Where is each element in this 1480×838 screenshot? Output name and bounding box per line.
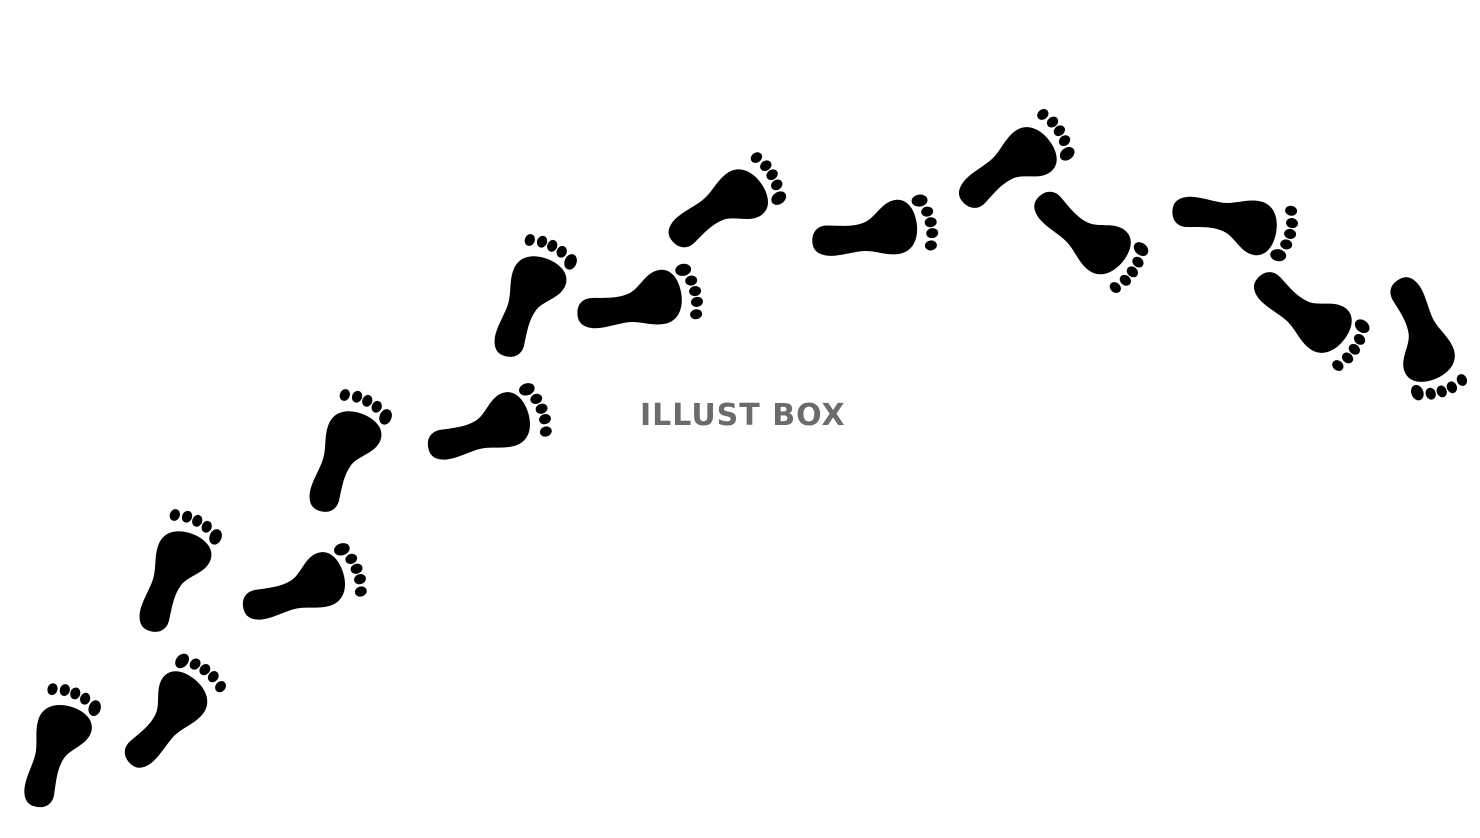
footprint-5: [296, 384, 397, 523]
footprint-9: [657, 148, 794, 268]
footprint-10: [807, 192, 941, 267]
footprint-15: [1369, 269, 1470, 408]
footprint-6: [418, 379, 556, 473]
footprint-14: [1242, 252, 1377, 376]
footprint-12: [1022, 172, 1156, 298]
footprint-1: [11, 679, 105, 817]
footprint-4: [233, 539, 371, 633]
watermark-text: ILLUST BOX: [640, 398, 846, 433]
footprint-2: [105, 646, 231, 780]
footprint-8: [571, 261, 706, 340]
footprint-7: [481, 229, 582, 368]
footprint-13: [1166, 185, 1301, 264]
footprint-3: [126, 504, 227, 643]
